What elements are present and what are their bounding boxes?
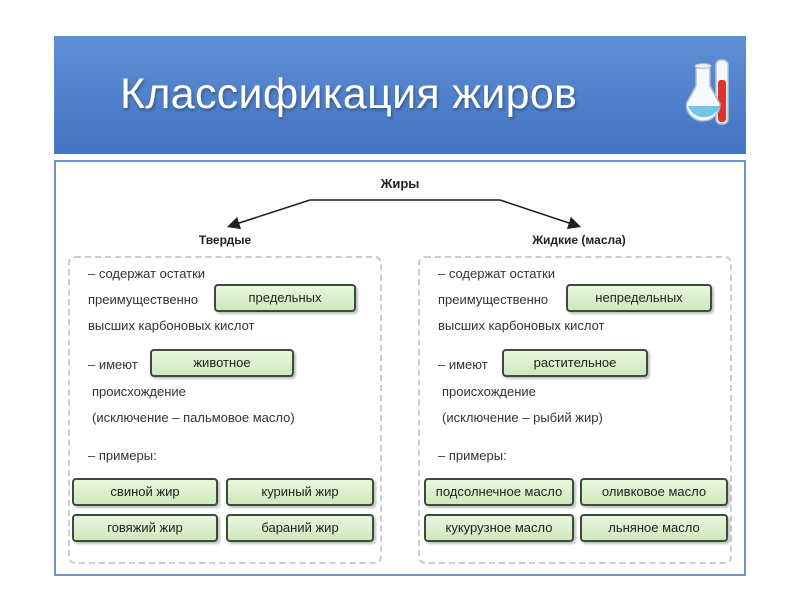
liquid-example-4: льняное масло xyxy=(580,514,728,542)
liquid-example-2: оливковое масло xyxy=(580,478,728,506)
solid-origin-line2: происхождение xyxy=(92,384,186,399)
solid-contains-line3: высших карбоновых кислот xyxy=(88,318,255,333)
liquid-origin: растительное xyxy=(502,349,648,377)
solid-contains-line1: – содержат остатки xyxy=(88,266,206,281)
liquid-example-3: кукурузное масло xyxy=(424,514,574,542)
page-title: Классификация жиров xyxy=(120,70,578,118)
liquid-exception: (исключение – рыбий жир) xyxy=(442,410,603,425)
solid-example-1: свиной жир xyxy=(72,478,218,506)
liquid-contains-line1: – содержат остатки xyxy=(438,266,556,281)
solid-examples-label: – примеры: xyxy=(88,448,157,463)
flask-icon xyxy=(686,59,729,125)
solid-acid-type: предельных xyxy=(214,284,356,312)
diagram-root-label: Жиры xyxy=(380,176,420,191)
solid-example-4: бараний жир xyxy=(226,514,374,542)
solid-origin-prefix: – имеют xyxy=(88,357,138,372)
panel-liquid xyxy=(418,256,732,564)
liquid-acid-type: непредельных xyxy=(566,284,712,312)
liquid-example-1: подсолнечное масло xyxy=(424,478,574,506)
liquid-origin-prefix: – имеют xyxy=(438,357,488,372)
branch-title-liquid: Жидкие (масла) xyxy=(532,233,626,247)
liquid-contains-line3: высших карбоновых кислот xyxy=(438,318,605,333)
branch-title-solid: Твердые xyxy=(198,233,252,247)
solid-origin: животное xyxy=(150,349,294,377)
branch-arrows xyxy=(226,199,582,230)
liquid-contains-line2: преимущественно xyxy=(438,292,549,307)
liquid-origin-line2: происхождение xyxy=(442,384,536,399)
title-bar xyxy=(54,36,746,154)
solid-contains-line2: преимущественно xyxy=(88,292,199,307)
solid-example-2: куриный жир xyxy=(226,478,374,506)
solid-exception: (исключение – пальмовое масло) xyxy=(92,410,295,425)
solid-example-3: говяжий жир xyxy=(72,514,218,542)
liquid-examples-label: – примеры: xyxy=(438,448,507,463)
panel-solid xyxy=(68,256,382,564)
